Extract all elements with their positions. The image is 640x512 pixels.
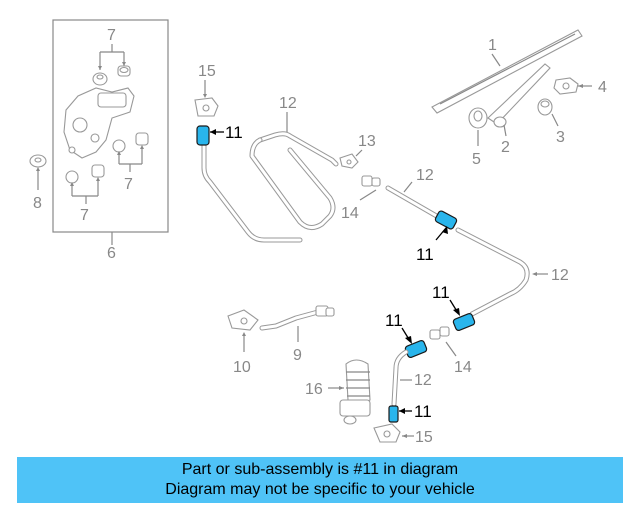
callout-7-top: 7 [107,27,116,44]
wiper-arm-group: 1 2 5 [431,29,583,168]
motor-assembly-group: 6 7 7 7 [52,19,169,262]
callout-12-mid: 12 [416,167,434,184]
callout-15-bottom: 15 [415,429,433,446]
part-11-bottom[interactable]: 11 [388,402,432,423]
part-11-right[interactable]: 11 [432,283,476,332]
callout-16: 16 [305,381,323,398]
callout-12-lower: 12 [414,372,432,389]
wiper-blade [431,29,583,114]
banner-line-1: Part or sub-assembly is #11 in diagram [181,461,459,478]
part-11-mid[interactable]: 11 [416,210,458,264]
part-11-top[interactable]: 11 [196,123,243,146]
connector-14-lower: 14 [429,326,472,376]
bushing [65,170,79,184]
bushing [135,132,149,146]
cap-3: 3 [537,98,565,146]
bushing [91,164,105,178]
callout-7-right: 7 [124,176,133,193]
clip-15-bottom: 15 [373,423,433,446]
hose-9: 9 [259,305,335,364]
hose-12-right: 12 12 [385,167,569,317]
callout-12-right: 12 [551,267,569,284]
valve-13: 13 [339,133,376,169]
pump-16: 16 [305,359,371,425]
banner-line-2: Diagram may not be specific to your vehi… [165,481,475,498]
callout-14-lower: 14 [454,359,472,376]
connector-4: 4 [553,77,607,96]
callout-11-right: 11 [432,283,450,302]
callout-1: 1 [488,37,497,54]
callout-5: 5 [472,151,481,168]
callout-9: 9 [293,347,302,364]
part-11-low[interactable]: 11 [385,311,428,359]
callout-15-top: 15 [198,63,216,80]
callout-11-bottom: 11 [414,402,432,421]
hose-12-lower: 12 [391,349,432,407]
info-banner: Part or sub-assembly is #11 in diagram D… [17,457,623,503]
callout-4: 4 [598,79,607,96]
callout-10: 10 [233,359,251,376]
callout-13: 13 [358,133,376,150]
hose-12-loop: 12 [249,95,339,230]
callout-14-top: 14 [341,205,359,222]
callout-11-low: 11 [385,311,403,330]
nut-8: 8 [29,154,47,212]
connector-14-top: 14 [341,175,381,222]
callout-11-mid: 11 [416,245,434,264]
clip-15-top: 15 [194,63,219,117]
callout-12-top: 12 [279,95,297,112]
callout-6: 6 [107,245,116,262]
callout-7-bottom: 7 [80,207,89,224]
assembly-box [52,19,169,233]
callout-3: 3 [556,129,565,146]
nozzle-10: 10 [227,309,259,376]
callout-11-top: 11 [225,123,243,142]
parts-diagram: 6 7 7 7 [29,19,607,446]
callout-2: 2 [501,139,510,156]
callout-8: 8 [33,195,42,212]
bushing [112,139,126,153]
